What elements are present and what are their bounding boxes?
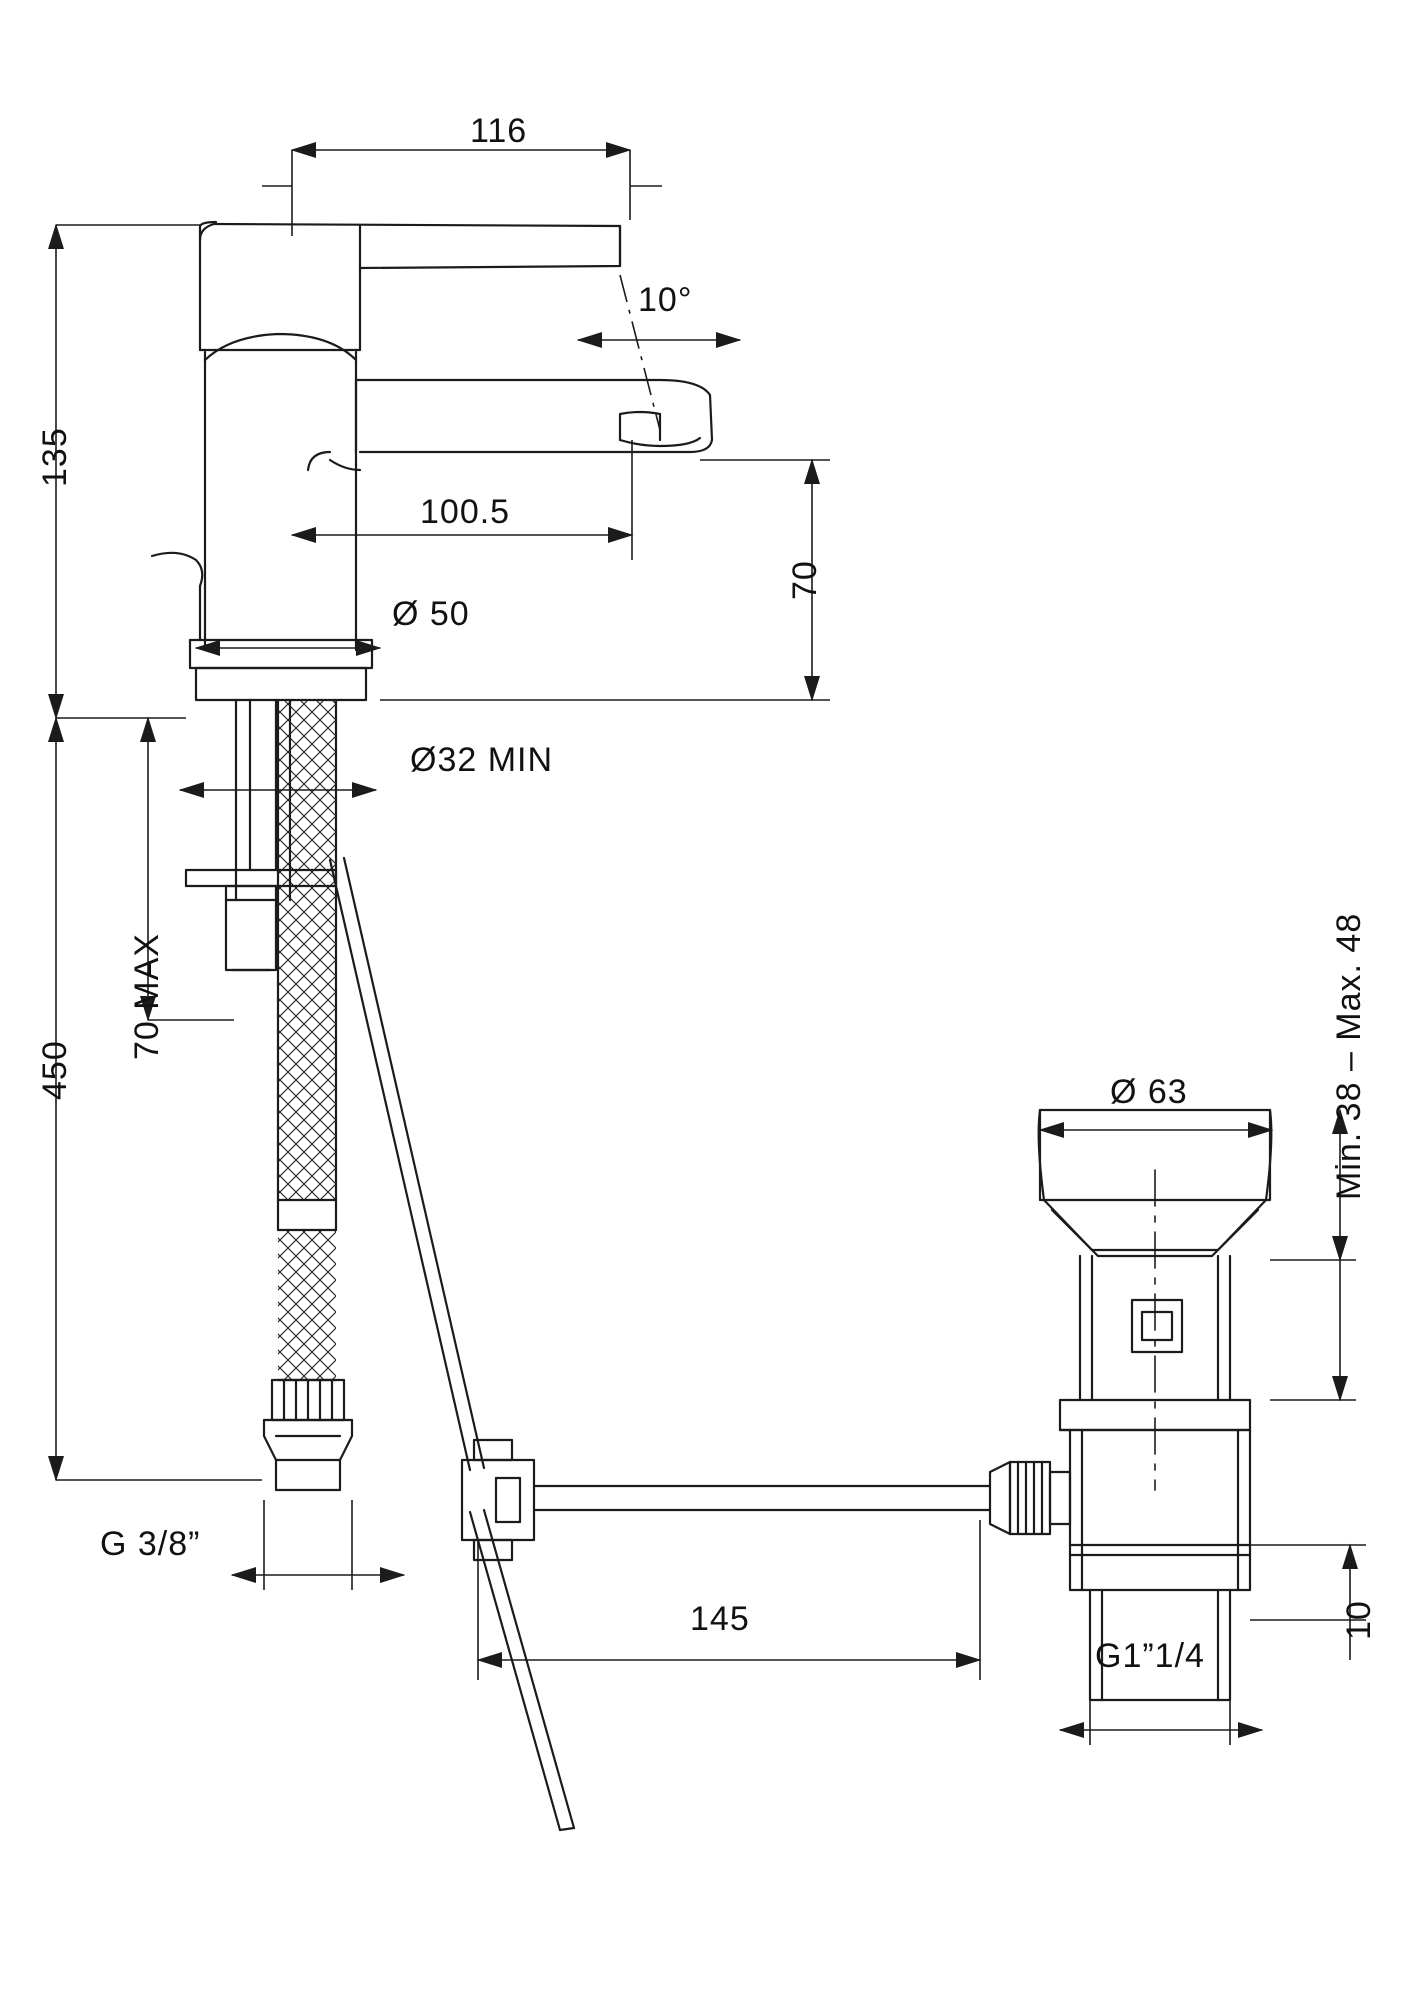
- dimension-label-dia32-min: Ø32 MIN: [410, 741, 554, 779]
- dimension-label-min38-max48: Min. 38 – Max. 48: [1330, 912, 1368, 1200]
- dimension-label-g1-1-4: G1”1/4: [1095, 1637, 1205, 1675]
- dimension-label-100-5: 100.5: [420, 493, 511, 531]
- pop-up-waste-outline: [1037, 1108, 1273, 1702]
- dimension-lines: [48, 142, 1366, 1745]
- dimension-label-g38: G 3/8”: [100, 1525, 201, 1563]
- dimension-label-10deg: 10°: [638, 281, 693, 319]
- dimension-label-116: 116: [470, 112, 528, 150]
- mixer-body-outline: [150, 220, 1072, 1832]
- dimension-label-dia50: Ø 50: [392, 595, 470, 633]
- dimension-label-10: 10: [1340, 1600, 1378, 1640]
- dimension-label-450: 450: [36, 1040, 74, 1100]
- dimension-label-dia63: Ø 63: [1110, 1073, 1188, 1111]
- dimension-label-70-max: 70 MAX: [128, 933, 166, 1060]
- dimension-label-145: 145: [690, 1600, 750, 1638]
- dimension-label-70: 70: [786, 560, 824, 600]
- dimension-label-135: 135: [36, 427, 74, 487]
